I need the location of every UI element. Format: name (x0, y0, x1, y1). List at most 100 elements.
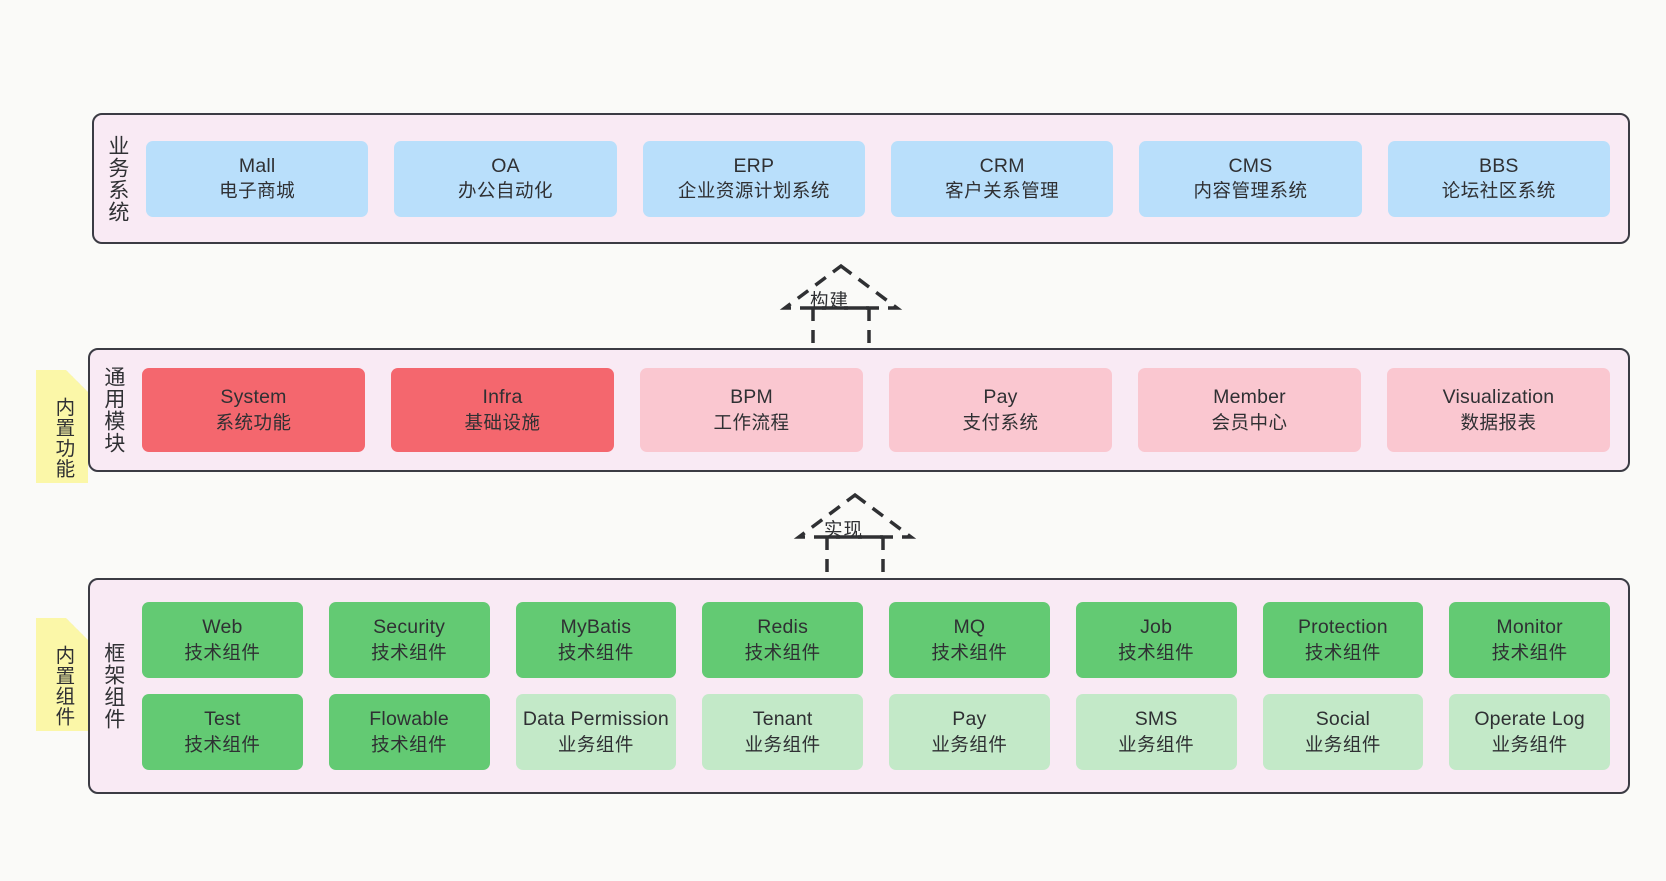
card-title-cn: 会员中心 (1211, 411, 1288, 433)
card-title-en: BBS (1478, 154, 1519, 177)
card-title-en: Protection (1297, 616, 1388, 639)
card-cms[interactable]: CMS 内容管理系统 (1139, 140, 1362, 217)
card-title-en: Pay (983, 386, 1018, 409)
card-erp[interactable]: ERP 企业资源计划系统 (642, 140, 865, 217)
card-title-cn: 业务组件 (744, 733, 821, 755)
card-title-en: Operate Log (1474, 708, 1585, 731)
card-title-cn: 办公自动化 (457, 180, 553, 202)
card-title-cn: 客户关系管理 (945, 180, 1060, 202)
card-title-en: System (220, 386, 287, 409)
sticky-note-builtin-features-label: 内置功能 (51, 396, 74, 479)
card-title-cn: 技术组件 (371, 641, 448, 663)
card-title-cn: 技术组件 (1118, 641, 1195, 663)
card-title-en: Web (202, 616, 243, 639)
card-title-cn: 业务组件 (557, 733, 634, 755)
connector-implement-arrow-icon (793, 492, 917, 579)
card-title-cn: 业务组件 (1491, 733, 1568, 755)
card-title-en: Visualization (1442, 386, 1555, 409)
card-title-cn: 技术组件 (184, 641, 261, 663)
card-title-cn: 企业资源计划系统 (677, 180, 830, 202)
card-bbs[interactable]: BBS 论坛社区系统 (1387, 140, 1610, 217)
card-title-en: Redis (757, 616, 809, 639)
card-title-cn: 数据报表 (1460, 411, 1537, 433)
card-title-en: CRM (979, 154, 1025, 177)
sticky-note-builtin-components-label: 内置组件 (51, 644, 74, 727)
connector-implement-label: 实现 (824, 519, 864, 540)
layer-common-modules-caption: 通用模块 (101, 366, 125, 454)
card-title-en: Test (204, 708, 241, 731)
sticky-fold-icon (66, 370, 88, 392)
card-title-en: Member (1213, 386, 1286, 409)
card-title-cn: 技术组件 (744, 641, 821, 663)
connector-build: 构建 (756, 258, 926, 350)
card-title-cn: 业务组件 (931, 733, 1008, 755)
layer-framework-components-caption: 框架组件 (101, 642, 125, 730)
card-title-cn: 技术组件 (1304, 641, 1381, 663)
card-title-en: ERP (733, 154, 775, 177)
card-title-en: MQ (953, 616, 986, 639)
card-title-en: Pay (952, 708, 987, 731)
connector-build-arrow-icon (779, 263, 903, 350)
card-title-cn: 技术组件 (557, 641, 634, 663)
card-title-cn: 工作流程 (713, 411, 790, 433)
layer-business-system-caption: 业务系统 (105, 134, 129, 223)
card-title-en: Infra (482, 386, 523, 409)
card-crm[interactable]: CRM 客户关系管理 (890, 140, 1114, 217)
sticky-note-builtin-components: 内置组件 (36, 618, 88, 731)
card-title-en: BPM (730, 386, 773, 409)
card-title-en: Mall (238, 154, 276, 177)
card-title-en: Flowable (369, 708, 449, 731)
card-title-cn: 系统功能 (215, 411, 292, 433)
card-title-cn: 论坛社区系统 (1441, 180, 1556, 202)
card-title-en: CMS (1228, 154, 1273, 177)
card-title-cn: 业务组件 (1118, 733, 1195, 755)
card-title-en: Social (1315, 708, 1371, 731)
card-title-cn: 业务组件 (1304, 733, 1381, 755)
sticky-fold-icon (66, 618, 88, 640)
card-title-cn: 技术组件 (1491, 641, 1568, 663)
card-title-cn: 技术组件 (931, 641, 1008, 663)
card-mall[interactable]: Mall 电子商城 (146, 140, 369, 217)
sticky-note-builtin-features: 内置功能 (36, 370, 88, 483)
card-title-en: Tenant (752, 708, 813, 731)
card-title-cn: 技术组件 (184, 733, 261, 755)
card-title-cn: 电子商城 (219, 180, 296, 202)
card-title-cn: 内容管理系统 (1193, 180, 1308, 202)
card-title-en: SMS (1134, 708, 1178, 731)
card-title-cn: 基础设施 (464, 411, 541, 433)
card-title-en: Data Permission (522, 708, 669, 731)
card-title-cn: 支付系统 (962, 411, 1039, 433)
